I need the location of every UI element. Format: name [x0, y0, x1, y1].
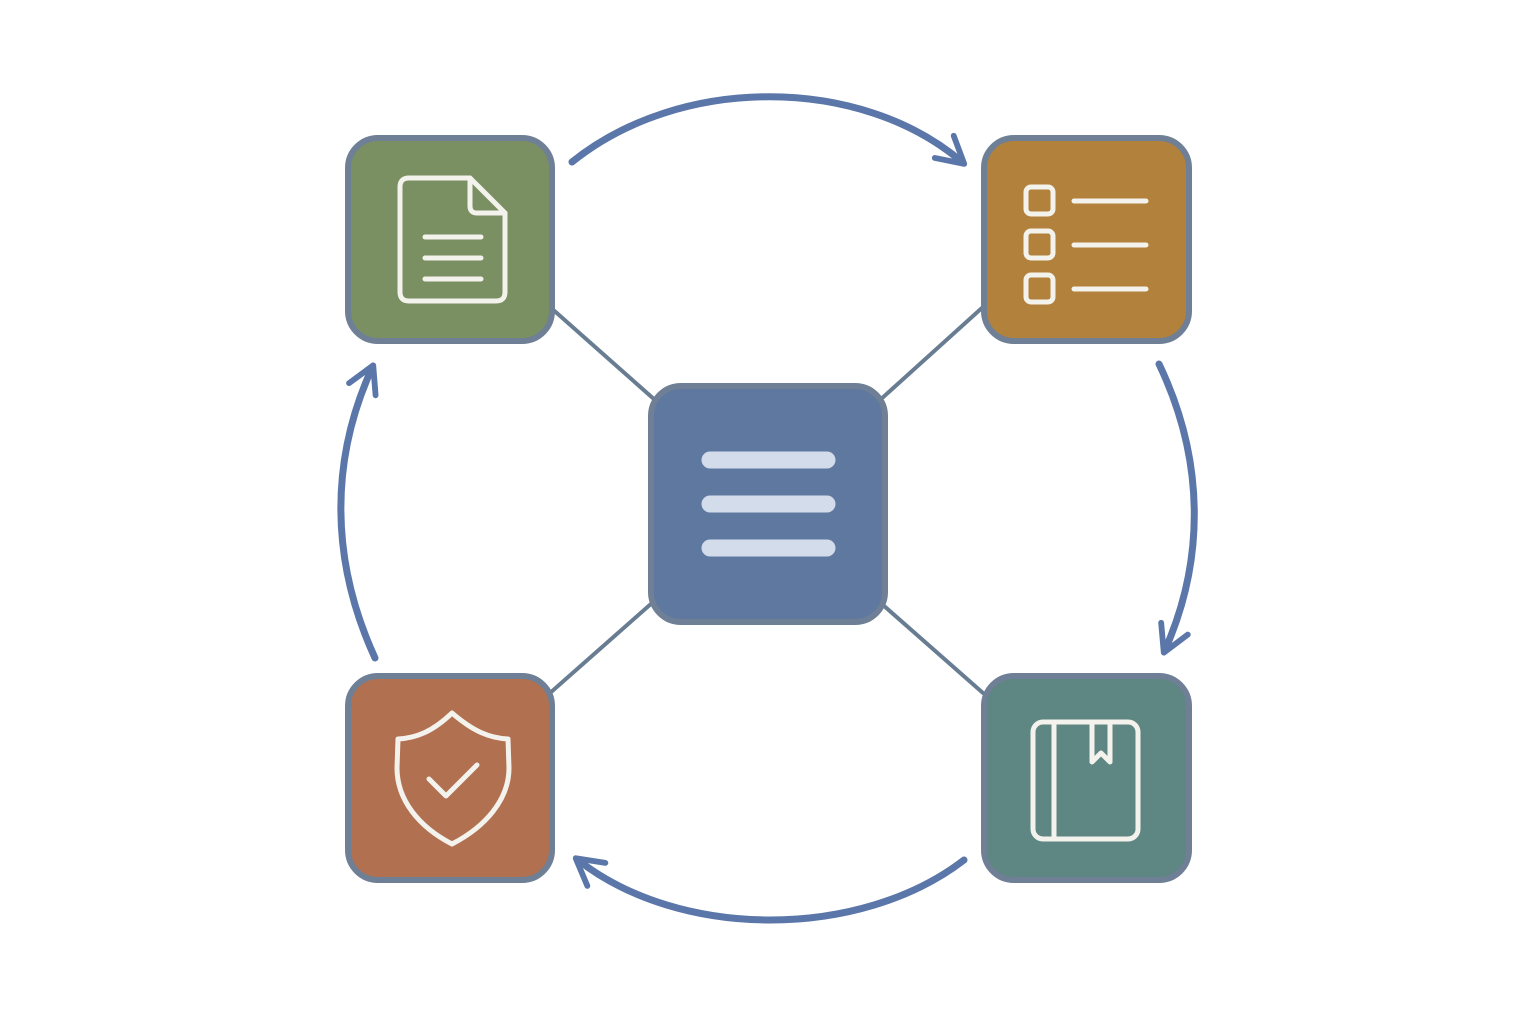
book-icon	[1030, 719, 1141, 842]
connector-shield	[548, 601, 654, 695]
connector-book	[881, 603, 985, 695]
arrow-book-to-shield	[572, 855, 968, 924]
arrow-shield-to-document	[337, 362, 379, 662]
hamburger-menu-icon	[701, 451, 836, 557]
node-hub	[648, 383, 888, 625]
node-shield	[345, 673, 555, 883]
node-book	[981, 673, 1192, 883]
node-book-box	[981, 673, 1192, 883]
node-checklist	[981, 135, 1192, 344]
shield-check-icon	[394, 710, 512, 847]
node-document	[345, 135, 555, 344]
connector-document	[548, 305, 657, 402]
arrow-checklist-to-book	[1155, 360, 1198, 656]
connectors	[548, 305, 985, 695]
arrow-document-to-checklist	[568, 93, 968, 167]
cycle-arrows	[337, 93, 1198, 924]
checklist-icon	[1023, 184, 1149, 305]
node-shield-box	[345, 673, 555, 883]
document-icon	[397, 175, 508, 304]
connector-checklist	[878, 305, 985, 402]
node-checklist-box	[981, 135, 1192, 344]
